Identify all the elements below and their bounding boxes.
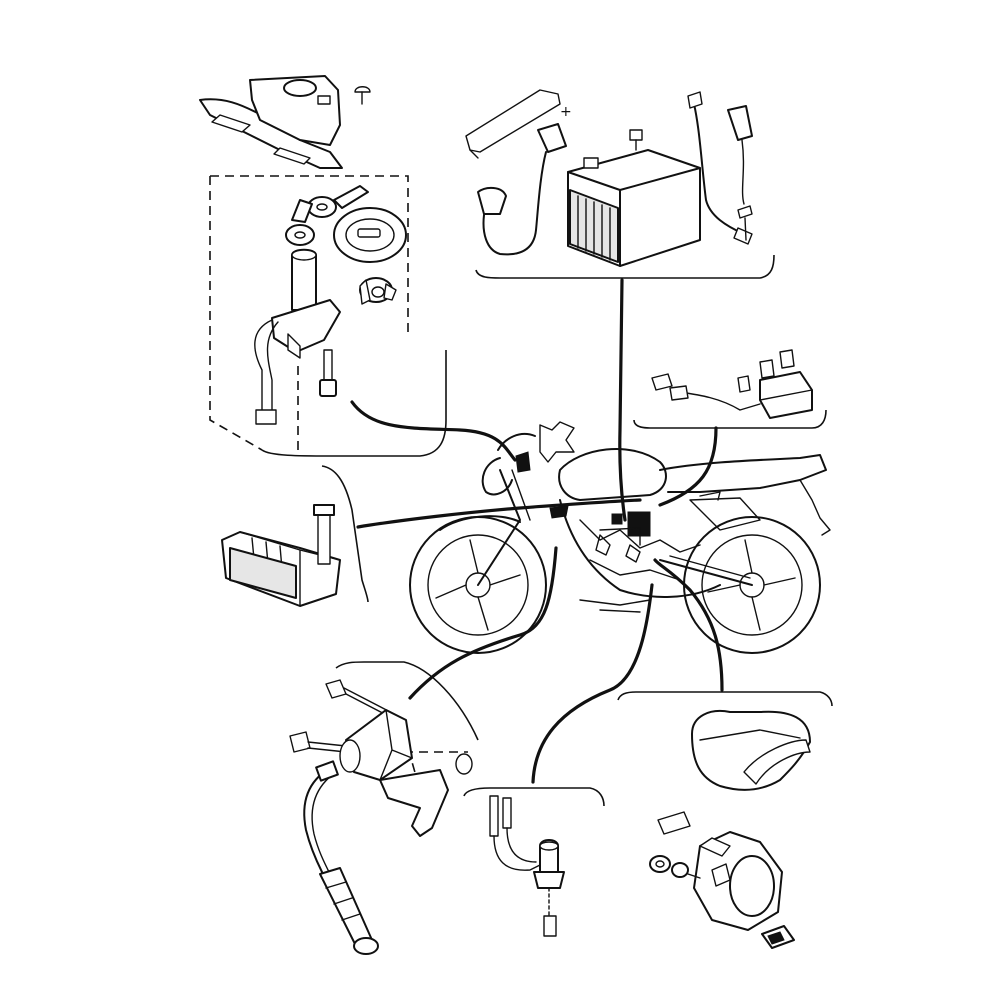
upper-cover — [249, 75, 341, 146]
battery-terminal-pos — [583, 157, 599, 169]
sidestand-plunger — [543, 915, 557, 937]
sidestand-callout-bracket — [463, 787, 605, 807]
ignition-switch-kit — [209, 175, 447, 457]
battery-location-marker — [627, 511, 651, 537]
fuse-icon — [737, 349, 795, 393]
positive-terminal-label: + — [560, 104, 572, 120]
instrument-cluster — [539, 421, 575, 463]
fuse-callout-bracket — [633, 409, 827, 429]
ignition-coil-group — [289, 661, 479, 955]
sidestand-connector-b — [502, 797, 512, 829]
sidestand-connector-a — [489, 795, 499, 837]
cover-screw — [354, 86, 371, 93]
positive-terminal-boot — [477, 186, 507, 215]
ignition-bolt — [323, 349, 333, 385]
battery-terminal-neg — [629, 129, 643, 141]
handlebar-cover-group — [199, 75, 371, 169]
fuse-box-wire — [679, 391, 761, 411]
wiring-harness-leaders — [350, 278, 724, 784]
starter-relay-callout-bracket — [617, 691, 833, 707]
battery-group: + — [465, 89, 775, 279]
negative-cable — [693, 103, 745, 235]
starter-relay — [693, 831, 783, 931]
rectifier-callout-bracket — [321, 465, 369, 603]
ignition-switch-bracket — [271, 299, 341, 353]
leader-rectifier — [356, 498, 642, 529]
starter-relay-cover — [691, 710, 811, 791]
battery-connector — [727, 105, 753, 141]
battery-callout-bracket — [475, 254, 775, 279]
high-tension-lead — [303, 767, 331, 873]
sidestand-switch-group — [463, 787, 605, 937]
relay-washer — [671, 862, 689, 878]
lock-cylinder — [359, 277, 397, 305]
leader-sidestand-switch — [531, 583, 654, 784]
relay-location-marker — [611, 513, 623, 525]
ground-bolt — [737, 205, 753, 219]
starter-relay-group — [617, 691, 833, 949]
motorcycle-outline — [409, 421, 831, 654]
rectifier-bolt — [317, 511, 331, 565]
relay-fuse-icon — [657, 811, 691, 835]
leader-fuse-box — [658, 426, 718, 507]
ignition-kit-dashed-boundary — [209, 175, 409, 451]
leader-starter-relay — [653, 558, 724, 692]
leader-ignition-coil — [408, 546, 558, 700]
ignition-connector — [255, 409, 277, 425]
fuse-connector — [651, 373, 673, 391]
fuel-tank — [558, 448, 667, 501]
rectifier-regulator-group — [221, 465, 369, 607]
rear-wheel — [683, 516, 821, 654]
ignition-coil-callout-bracket — [335, 661, 479, 741]
leader-battery — [618, 278, 627, 522]
ignition-callout-bracket — [261, 350, 447, 457]
positive-cable — [482, 151, 547, 256]
fuse-box-group — [633, 349, 827, 429]
coil-mounting-bracket — [379, 769, 449, 837]
leader-ignition-switch — [350, 400, 517, 462]
ignition-key-icon — [285, 185, 369, 246]
